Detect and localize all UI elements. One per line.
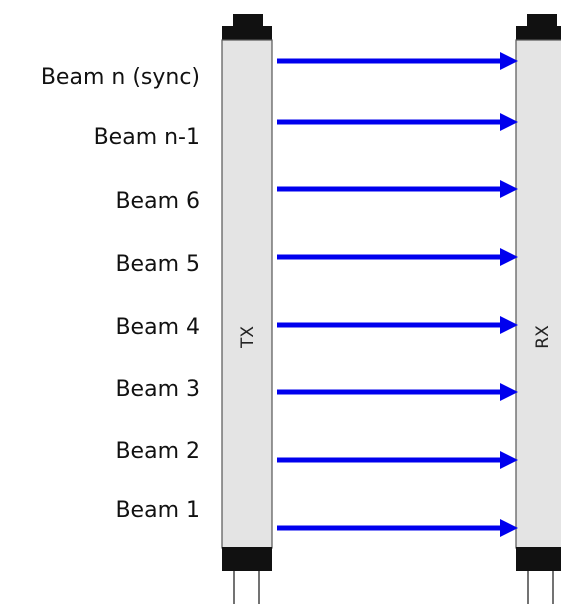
beam-label: Beam n (sync) <box>41 65 200 90</box>
beam-arrow-head <box>500 248 518 266</box>
transmitter-bar <box>221 39 273 549</box>
receiver-label: RX <box>533 325 553 349</box>
transmitter-unit: TX <box>221 14 273 604</box>
beam-arrow-head <box>500 383 518 401</box>
beam-label: Beam 5 <box>115 252 200 277</box>
beam-arrow-head <box>500 519 518 537</box>
receiver-top-cap-base <box>516 26 561 40</box>
receiver-unit: RX <box>515 14 561 604</box>
transmitter-label: TX <box>238 326 258 349</box>
beam-arrow-head <box>500 113 518 131</box>
receiver-bottom-cap <box>516 547 561 571</box>
transmitter-bottom-cap <box>222 547 272 571</box>
beam-label: Beam 2 <box>115 439 200 464</box>
beam-label: Beam 4 <box>115 315 200 340</box>
beam-label: Beam 3 <box>115 377 200 402</box>
beam-label: Beam 1 <box>115 498 200 523</box>
beam-label: Beam 6 <box>115 189 200 214</box>
beam-label: Beam n-1 <box>94 125 200 150</box>
receiver-bar <box>515 39 561 549</box>
beam-arrow-head <box>500 316 518 334</box>
transmitter-top-cap-base <box>222 26 272 40</box>
beam-arrow-head <box>500 180 518 198</box>
beam-arrow-head <box>500 451 518 469</box>
beam-arrow-head <box>500 52 518 70</box>
